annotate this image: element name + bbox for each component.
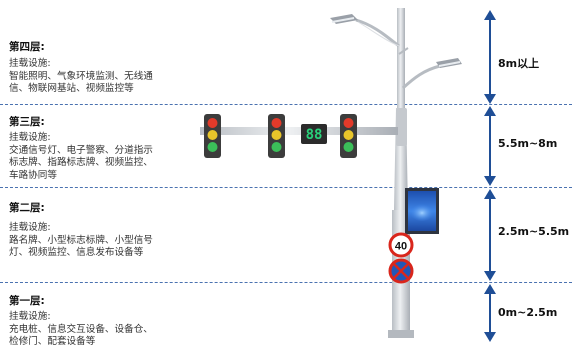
layer-3-desc-label: 挂载设施: <box>9 132 51 143</box>
layer-2-desc: 挂载设施: 路名牌、小型标志标牌、小型信号 灯、视频监控、信息发布设备等 <box>9 222 189 260</box>
layer-2-desc-label: 挂载设施: <box>9 222 51 233</box>
layer-3-desc-line: 标志牌、指路标志牌、视频监控、 <box>9 157 153 169</box>
height-arrows <box>484 10 496 342</box>
layer-1-title: 第一层: <box>9 295 45 307</box>
layer-4-desc: 挂载设施: 智能照明、气象环境监测、无线通 信、物联网基站、视频监控等 <box>9 58 189 96</box>
layer-4-desc-line: 信、物联网基站、视频监控等 <box>9 83 134 95</box>
layer-1-desc-line: 充电桩、信息交互设备、设备仓、 <box>9 323 153 335</box>
layer-2-desc-line: 路名牌、小型标志标牌、小型信号 <box>9 234 153 246</box>
layer-divider <box>0 104 572 105</box>
height-label-layer-4: 8m以上 <box>498 57 540 70</box>
layer-1-desc-line: 检修门、配套设备等 <box>9 336 96 348</box>
layer-2-desc-line: 灯、视频监控、信息发布设备等 <box>9 247 144 259</box>
arrow-layer-1 <box>484 284 496 342</box>
traffic-light-right <box>340 114 357 158</box>
countdown-value: 88 <box>306 127 323 143</box>
layer-divider <box>0 282 572 283</box>
layer-4-desc-label: 挂载设施: <box>9 58 51 69</box>
layer-3-desc-line: 车路协同等 <box>9 169 57 181</box>
lamp-arm-lower <box>398 47 462 90</box>
layer-4-desc-line: 智能照明、气象环境监测、无线通 <box>9 70 153 82</box>
speed-limit-sign: 40 <box>388 232 414 258</box>
info-screen <box>405 188 439 234</box>
lamp-arm-upper <box>330 14 400 48</box>
no-parking-sign <box>388 258 414 284</box>
layer-3-desc: 挂载设施: 交通信号灯、电子警察、分道指示 标志牌、指路标志牌、视频监控、 车路… <box>9 132 189 182</box>
layer-4-title: 第四层: <box>9 41 45 53</box>
layer-divider <box>0 187 572 188</box>
arrow-layer-2 <box>484 189 496 281</box>
layer-3-title: 第三层: <box>9 116 45 128</box>
layer-1-desc-label: 挂载设施: <box>9 311 51 322</box>
arrow-layer-3 <box>484 106 496 186</box>
speed-limit-value: 40 <box>395 241 407 253</box>
height-label-layer-1: 0m~2.5m <box>498 306 558 319</box>
height-label-layer-2: 2.5m~5.5m <box>498 225 570 238</box>
traffic-light-left <box>204 114 221 158</box>
pole <box>388 8 414 338</box>
traffic-light-middle <box>268 114 285 158</box>
layer-3-desc-line: 交通信号灯、电子警察、分道指示 <box>9 144 153 156</box>
cross-arm <box>200 127 398 135</box>
countdown-display: 88 <box>301 124 327 144</box>
height-label-layer-3: 5.5m~8m <box>498 137 558 150</box>
arrow-layer-4 <box>484 10 496 104</box>
layer-1-desc: 挂载设施: 充电桩、信息交互设备、设备仓、 检修门、配套设备等 <box>9 311 189 349</box>
layer-2-title: 第二层: <box>9 202 45 214</box>
